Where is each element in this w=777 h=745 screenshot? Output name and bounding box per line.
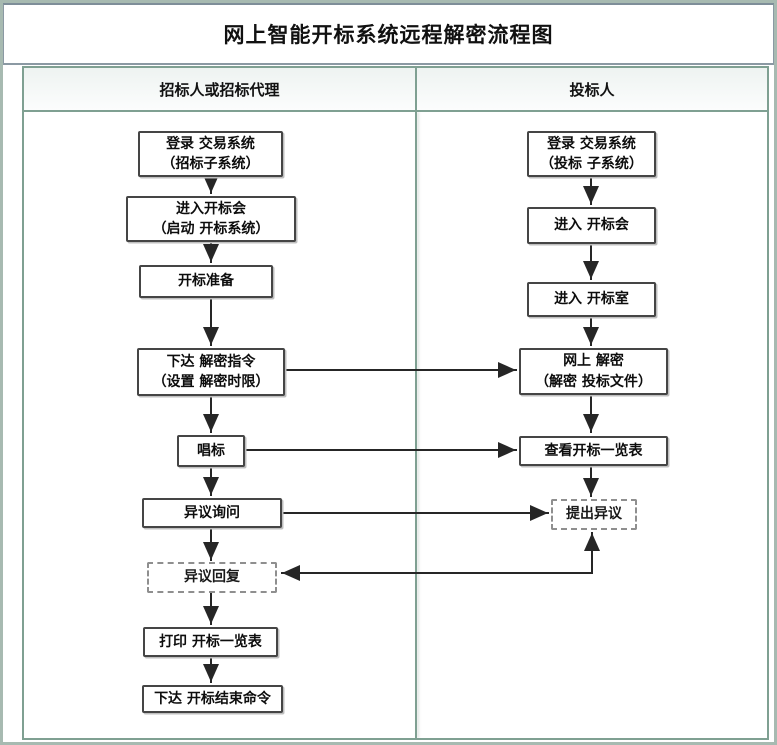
swimlane-header: 招标人或招标代理 投标人 [24, 68, 767, 112]
node-objection-inquiry: 异议询问 [142, 498, 282, 528]
node-enter-bid-opening-meeting-tenderer: 进入开标会 （启动 开标系统） [126, 196, 296, 242]
node-bid-reading: 唱标 [177, 435, 245, 467]
lane-divider-line [415, 112, 417, 738]
title-bar: 网上智能开标系统远程解密流程图 [2, 2, 775, 65]
node-view-bid-summary: 查看开标一览表 [519, 436, 668, 466]
page-title: 网上智能开标系统远程解密流程图 [223, 23, 554, 47]
node-issue-decrypt-order: 下达 解密指令 （设置 解密时限） [137, 348, 285, 396]
node-login-trade-system-bidder: 登录 交易系统 （投标 子系统） [527, 131, 656, 177]
node-bid-opening-preparation: 开标准备 [139, 265, 273, 298]
node-login-trade-system-tenderer: 登录 交易系统 （招标子系统） [138, 131, 283, 177]
node-enter-bid-opening-room: 进入 开标室 [527, 282, 656, 317]
swimlane-table: 招标人或招标代理 投标人 [22, 66, 769, 740]
lane-header-tenderer: 招标人或招标代理 [159, 80, 280, 99]
node-online-decrypt: 网上 解密 （解密 投标文件） [519, 348, 668, 395]
node-print-bid-summary: 打印 开标一览表 [143, 627, 278, 657]
node-objection-reply: 异议回复 [147, 562, 277, 593]
node-enter-bid-opening-meeting-bidder: 进入 开标会 [527, 207, 656, 244]
node-raise-objection: 提出异议 [551, 499, 637, 530]
lane-header-bidder: 投标人 [415, 68, 767, 110]
node-issue-end-command: 下达 开标结束命令 [142, 685, 283, 713]
